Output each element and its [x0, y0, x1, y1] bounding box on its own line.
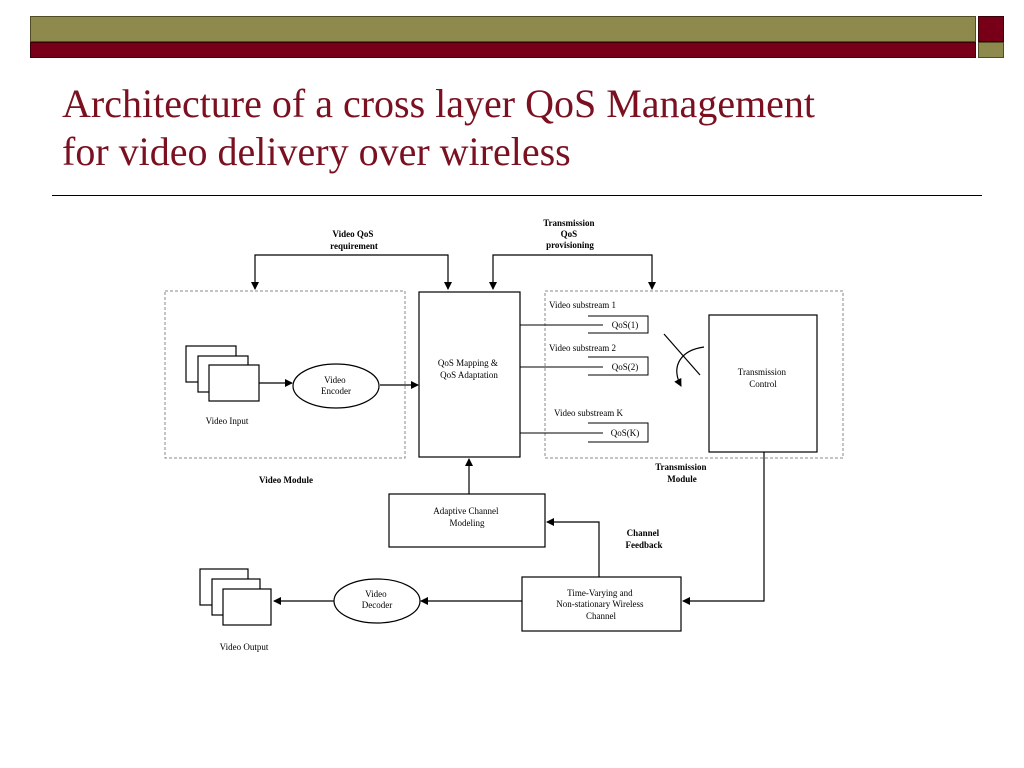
qos-k-buffer [588, 422, 649, 443]
transmission-module-label: Transmission Module [655, 462, 709, 484]
title-divider [52, 195, 982, 196]
channel-feedback-arrow [546, 518, 600, 577]
slide-title: Architecture of a cross layer QoS Manage… [62, 80, 982, 176]
adaptive-channel-box [388, 493, 546, 548]
qos-mapping-box [418, 291, 521, 458]
video-output-frames-icon [199, 568, 272, 626]
transmission-qos-left-arrow [489, 254, 570, 290]
transmission-control-box [708, 314, 818, 453]
video-qos-requirement-label: Video QoS requirement [330, 229, 378, 251]
qos-1-buffer [588, 315, 649, 334]
wireless-channel-label: Time-Varying and Non-stationary Wireless… [556, 588, 645, 621]
qos-2-buffer [588, 356, 649, 376]
transmission-qos-right-arrow [570, 254, 656, 290]
slide-title-line2: for video delivery over wireless [62, 129, 571, 174]
video-output-label: Video Output [220, 642, 269, 652]
video-qos-right-arrow [354, 254, 452, 290]
header-square-olive [978, 42, 1004, 58]
transmission-module-box [544, 290, 844, 459]
video-module-label: Video Module [259, 475, 313, 485]
scheduler-curved-arrow [674, 346, 705, 387]
header-band-olive [30, 16, 976, 42]
qos-mapping-label: QoS Mapping & QoS Adaptation [438, 358, 500, 380]
video-qos-left-arrow [251, 254, 354, 290]
substream-1-label: Video substream 1 [549, 300, 616, 310]
control-to-channel-arrow [682, 452, 765, 605]
slide-title-line1: Architecture of a cross layer QoS Manage… [62, 81, 816, 126]
channel-feedback-label: Channel Feedback [626, 528, 663, 550]
transmission-control-label: Transmission Control [738, 367, 788, 389]
qos-2-label: QoS(2) [612, 362, 639, 372]
video-decoder-label: Video Decoder [362, 589, 392, 610]
video-input-frames-icon [185, 345, 260, 402]
transmission-qos-provisioning-label: Transmission QoS provisioning [543, 218, 597, 250]
header-band-maroon [30, 42, 976, 58]
video-module-box [164, 290, 406, 459]
header-square-maroon [978, 16, 1004, 42]
video-input-label: Video Input [206, 416, 249, 426]
video-encoder-node [292, 363, 380, 409]
scheduler-switch-line [663, 333, 701, 376]
video-encoder-label: Video Encoder [321, 375, 351, 396]
adaptive-channel-label: Adaptive Channel Modeling [433, 506, 500, 528]
wireless-channel-box [521, 576, 682, 632]
qos-k-label: QoS(K) [611, 428, 640, 438]
substream-2-label: Video substream 2 [549, 343, 616, 353]
qos-1-label: QoS(1) [612, 320, 639, 330]
substream-k-label: Video substream K [554, 408, 623, 418]
